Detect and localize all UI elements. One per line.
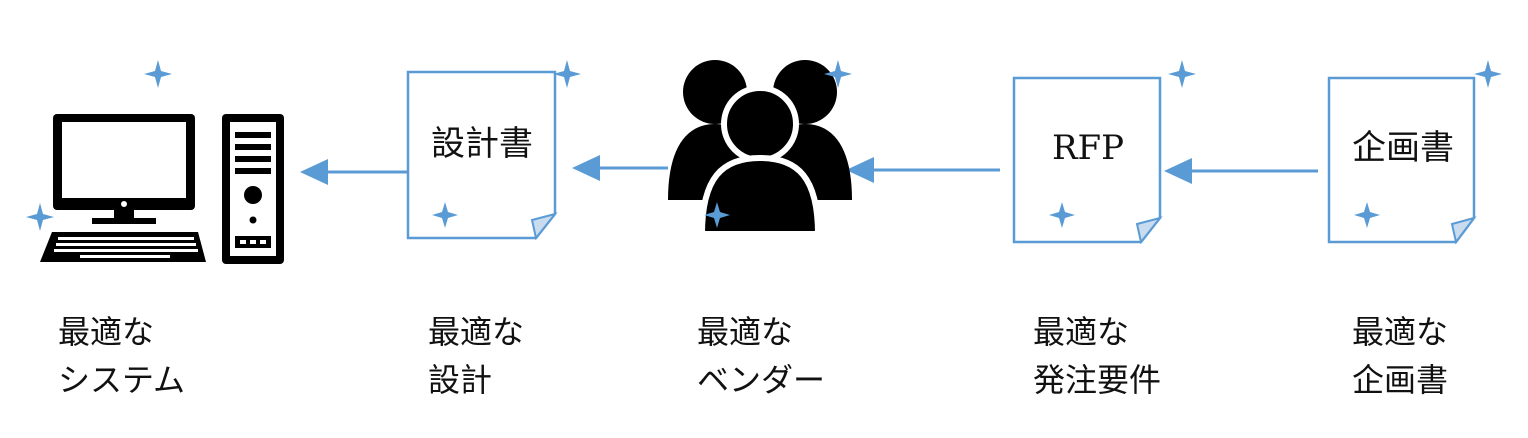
folded-corner — [1135, 216, 1163, 245]
arrow-vendor-to-design — [572, 155, 668, 181]
sparkle-icon — [1168, 60, 1196, 88]
caption-line: 企画書 — [1352, 361, 1449, 399]
arrow-rfp-to-vendor — [846, 157, 1000, 183]
sparkle-icon — [553, 60, 581, 88]
pc-tower — [222, 114, 284, 264]
caption-design: 最適な 設計 — [428, 308, 524, 404]
folded-corner — [1450, 216, 1477, 245]
sparkle-icon — [26, 203, 54, 231]
caption-line: 最適な — [1033, 313, 1130, 351]
sparkle-icon — [1049, 202, 1075, 228]
arrow-plan-to-rfp — [1164, 158, 1318, 184]
sparkle-icon — [144, 60, 172, 88]
document-title-rfp: RFP — [1051, 128, 1125, 168]
sparkles — [26, 60, 1502, 231]
caption-line: 最適な — [697, 313, 794, 351]
caption-line: 設計 — [428, 361, 493, 399]
document-rfp — [1012, 76, 1163, 245]
keyboard — [40, 232, 206, 262]
caption-line: システム — [58, 361, 186, 399]
sparkle-icon — [704, 202, 730, 228]
document-plan — [1327, 76, 1477, 245]
caption-line: 最適な — [428, 313, 525, 351]
folded-corner — [530, 212, 558, 241]
desktop-computer-icon — [40, 114, 284, 264]
caption-line: 発注要件 — [1033, 361, 1162, 399]
caption-line: 最適な — [58, 313, 155, 351]
caption-rfp: 最適な 発注要件 — [1033, 308, 1161, 404]
document-title-plan: 企画書 — [1352, 128, 1454, 168]
document-design — [406, 70, 558, 241]
caption-line: 最適な — [1352, 313, 1449, 351]
people-group-icon — [668, 60, 852, 237]
document-title-design: 設計書 — [431, 124, 533, 164]
caption-system: 最適な システム — [58, 308, 185, 404]
sparkle-icon — [432, 202, 458, 228]
arrow-design-to-system — [300, 159, 408, 185]
caption-vendor: 最適な ベンダー — [697, 308, 825, 404]
caption-line: ベンダー — [697, 361, 826, 399]
sparkle-icon — [1474, 60, 1502, 88]
sparkle-icon — [1354, 202, 1380, 228]
sparkle-icon — [824, 60, 852, 88]
caption-plan: 最適な 企画書 — [1352, 308, 1448, 404]
